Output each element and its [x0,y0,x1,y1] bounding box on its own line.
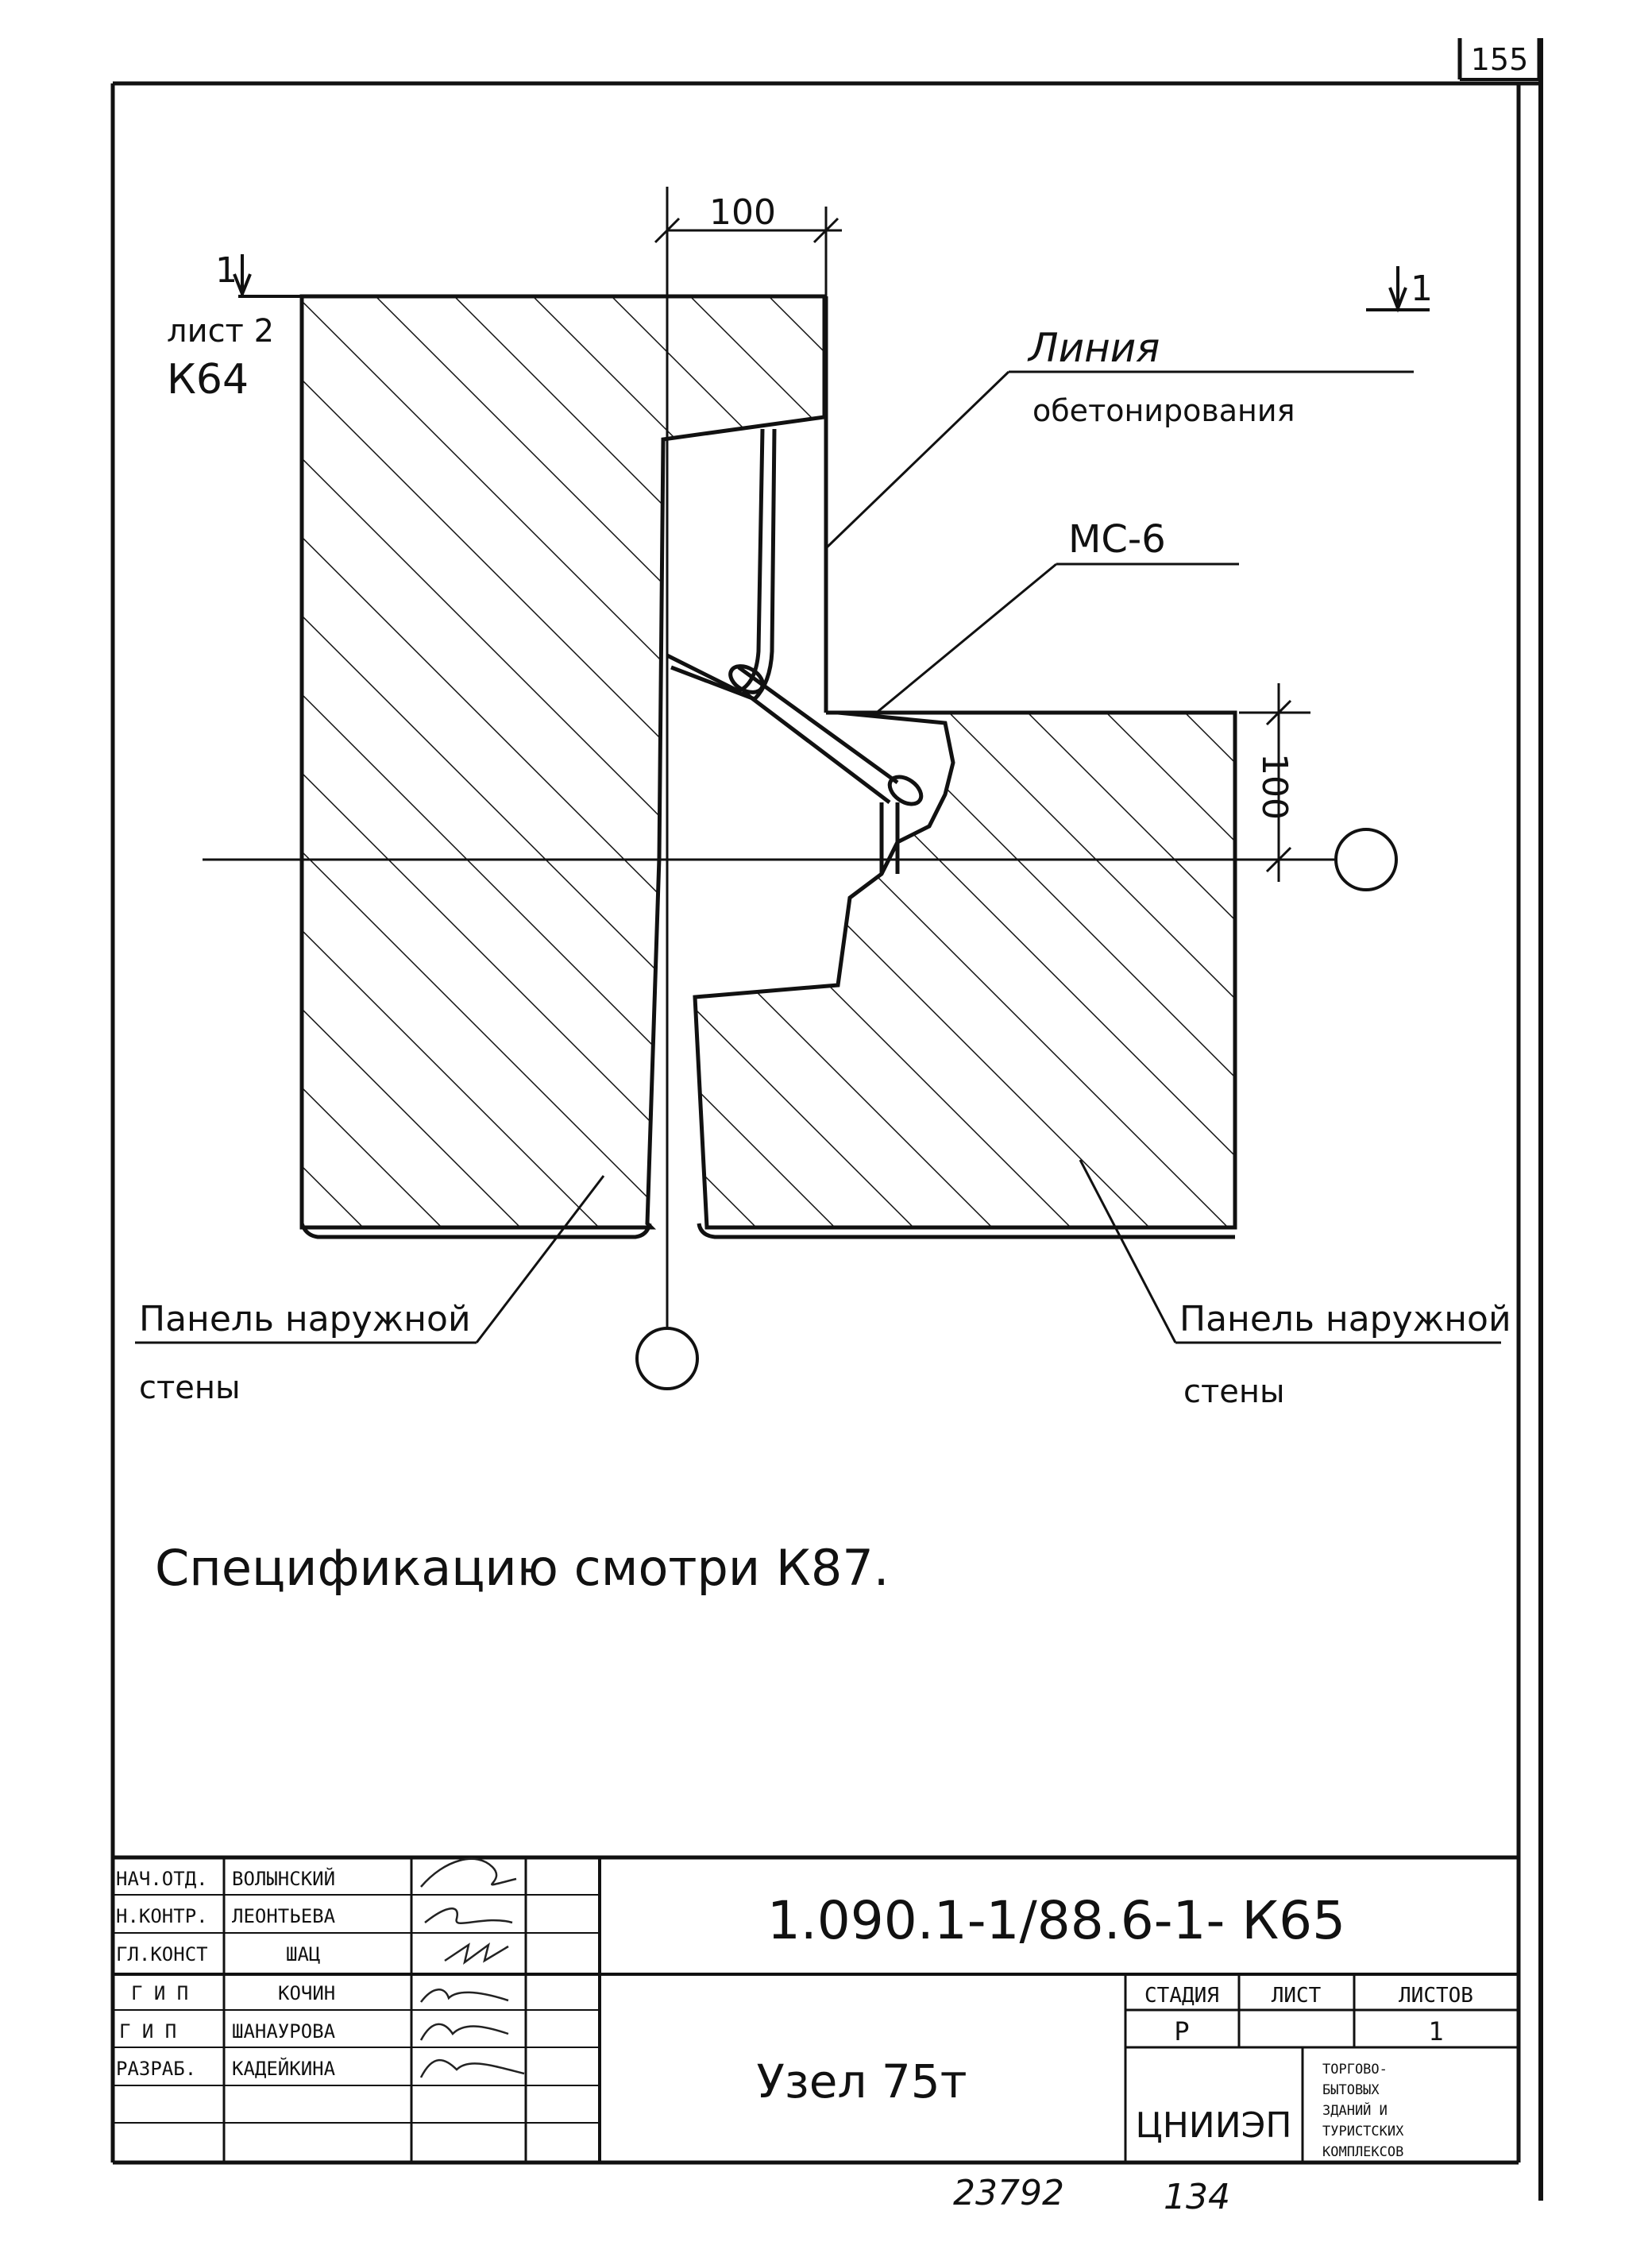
leader-panel-right [1079,1159,1501,1344]
role-name: ШАЦ [286,1943,320,1965]
role-label: Н.КОНТР. [116,1905,208,1927]
stage-value: Р [1174,2016,1189,2047]
dimension-right [1239,683,1310,882]
concreting-line [824,296,1235,715]
section-number-right: 1 [1411,269,1433,309]
organization-desc-3: ЗДАНИЙ И [1322,2101,1388,2119]
label-mc6: МС-6 [1068,517,1166,562]
axis-bubble-right [1334,828,1398,891]
document-code: 1.090.1-1/88.6-1- К65 [767,1890,1345,1951]
organization-desc-5: КОМПЛЕКСОВ [1322,2144,1403,2160]
label-panel-left-1: Панель наружной [139,1299,471,1339]
section-number-left: 1 [215,250,237,291]
stage-header: СТАДИЯ [1144,1984,1219,2008]
drawing-title: Узел 75т [757,2054,967,2108]
leader-mc6 [873,562,1239,717]
section-marker-left [233,254,302,299]
specification-note: Спецификацию смотри К87. [155,1539,890,1597]
dimension-top [654,207,842,296]
organization-desc-4: ТУРИСТСКИХ [1322,2124,1404,2139]
dimension-top-value: 100 [709,192,776,233]
axis-bubble-bottom [635,1327,699,1390]
role-label: ГЛ.КОНСТ [116,1943,208,1965]
label-panel-right-1: Панель наружной [1179,1299,1511,1339]
inventory-number: 23792 [953,2173,1064,2213]
label-concreting-2: обетонирования [1032,393,1295,428]
role-name: КОЧИН [278,1982,335,2004]
organization-name: ЦНИИЭП [1136,2105,1292,2146]
role-label: Г И П [131,1982,188,2004]
organization-desc-2: БЫТОВЫХ [1322,2082,1380,2098]
title-block [113,1855,1519,2163]
role-name: ШАНАУРОВА [232,2020,336,2043]
connector-mc6 [666,428,924,874]
sheet-header: ЛИСТ [1272,1984,1322,2008]
section-marker-right [1366,266,1430,313]
leader-concreting [824,370,1414,550]
role-name: ЛЕОНТЬЕВА [232,1905,336,1927]
role-label: РАЗРАБ. [116,2058,196,2080]
page-number: 155 [1471,42,1529,77]
roles-table: НАЧ.ОТД. ВОЛЫНСКИЙ Н.КОНТР. ЛЕОНТЬЕВА ГЛ… [116,1867,336,2080]
organization-desc-1: ТОРГОВО- [1322,2062,1388,2078]
page-number-box: 155 [1457,38,1542,81]
label-concreting-1: Линия [1027,325,1160,371]
label-panel-left-2: стены [139,1370,241,1406]
page-reference: 134 [1164,2177,1230,2217]
role-label: НАЧ.ОТД. [116,1868,208,1890]
role-name: ВОЛЫНСКИЙ [232,1867,335,1890]
dimension-right-value: 100 [1254,753,1295,820]
role-label: Г И П [119,2020,176,2043]
right-wall-panel [693,710,1237,1239]
label-panel-right-2: стены [1183,1374,1285,1410]
leader-panel-left [135,1175,605,1344]
sheets-value: 1 [1428,2016,1443,2047]
sheet-frame [110,38,1543,2201]
sheets-header: ЛИСТОВ [1399,1984,1473,2008]
axis-lines [203,187,1398,1390]
signatures [419,1857,525,2078]
role-name: КАДЕЙКИНА [232,2057,336,2080]
section-sheet-label: лист 2 [167,313,274,350]
section-sheet-code: К64 [167,356,249,404]
